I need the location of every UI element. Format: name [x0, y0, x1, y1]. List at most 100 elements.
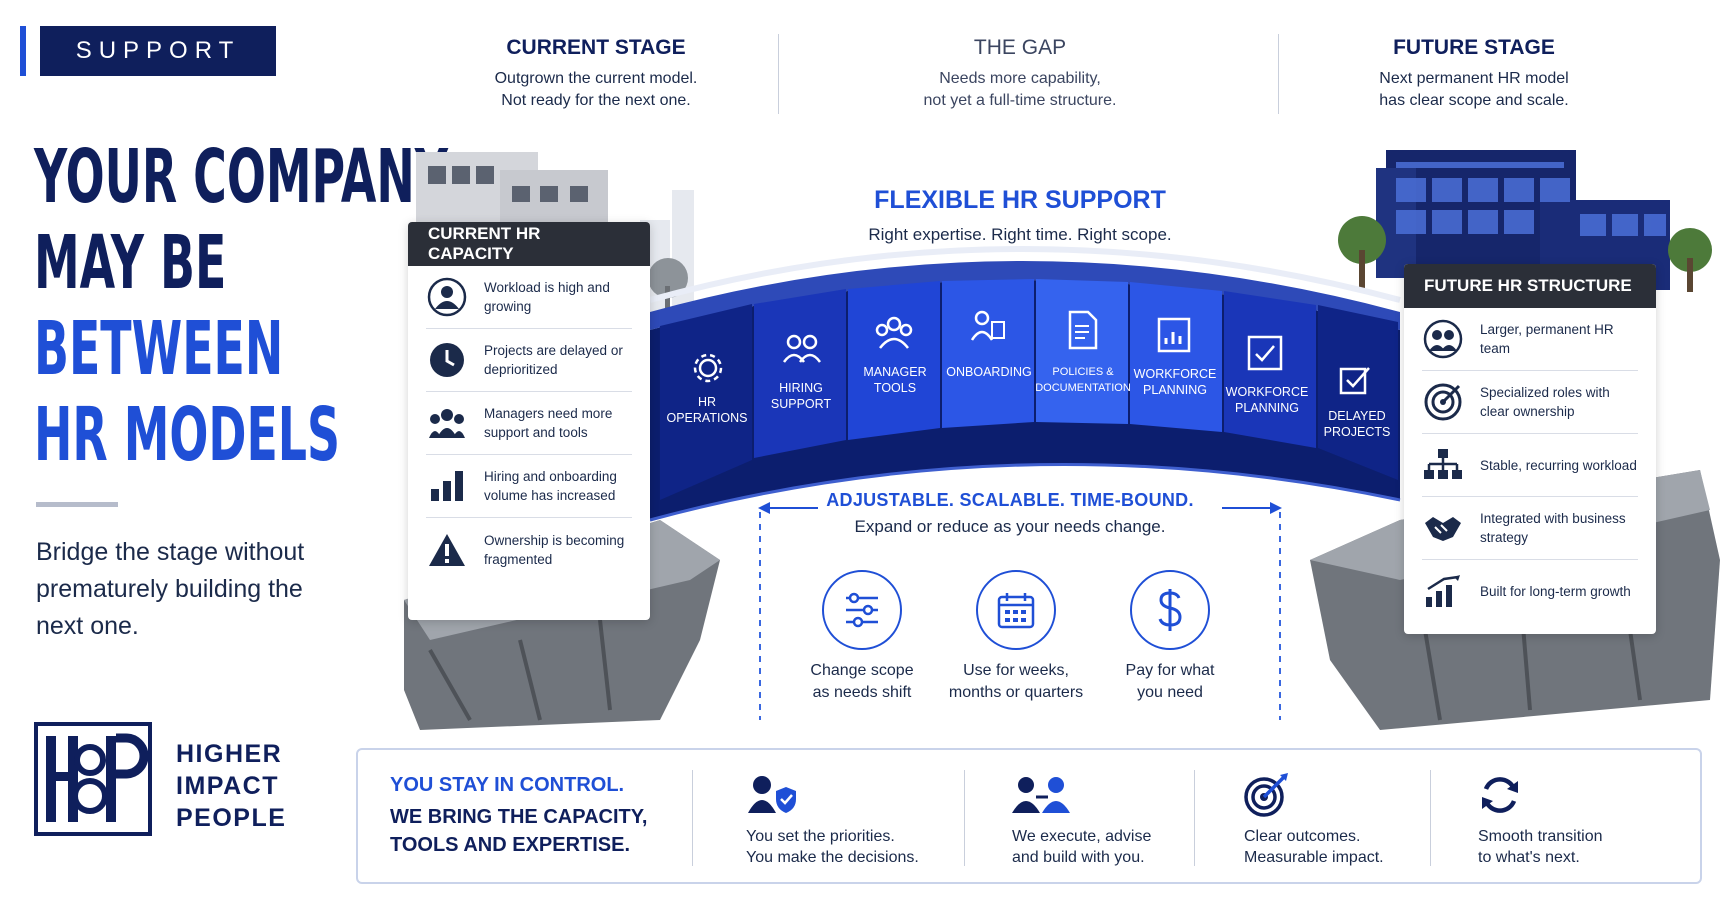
stage-gap-title: THE GAP [973, 36, 1067, 59]
segment-label: SUPPORT [770, 397, 832, 411]
feature-label: Pay for what you need [1085, 660, 1255, 704]
stage-current-line-2: Not ready for the next one. [501, 92, 691, 109]
adjustable-title: ADJUSTABLE. SCALABLE. TIME-BOUND. [826, 490, 1194, 510]
stage-divider [778, 34, 779, 114]
band-item: You set the priorities. You make the dec… [746, 772, 946, 868]
dollar-icon [1130, 570, 1210, 650]
current-hr-capacity-card: CURRENT HR CAPACITY Workload is high and… [408, 222, 650, 620]
segment-label: TOOLS [873, 381, 917, 395]
segment-delayed-projects: DELAYED PROJECTS [1312, 408, 1402, 440]
logo-line-2: IMPACT [176, 772, 279, 800]
capacity-item: Hiring and onboarding volume has increas… [426, 455, 632, 518]
handshake-icon [1422, 507, 1464, 549]
adjustable-section: ADJUSTABLE. SCALABLE. TIME-BOUND. Expand… [760, 490, 1260, 537]
stage-divider [1278, 34, 1279, 114]
capacity-item-text: Ownership is becoming fragmented [484, 532, 625, 567]
support-tag: SUPPORT [40, 26, 276, 76]
user-shield-icon [746, 772, 946, 818]
bar-chart-icon [426, 465, 468, 507]
check-box-icon [1338, 364, 1372, 403]
band-item-line: We execute, advise [1012, 828, 1152, 845]
support-accent-bar [20, 26, 26, 76]
warning-icon [426, 529, 468, 571]
onboarding-icon [968, 308, 1008, 349]
segment-workforce-planning: WORKFORCE PLANNING [1128, 366, 1222, 398]
segment-label: PROJECTS [1323, 425, 1391, 439]
band-item-text: Smooth transition to what's next. [1478, 826, 1678, 868]
segment-manager-tools: MANAGER TOOLS [850, 364, 940, 396]
team-icon [1422, 318, 1464, 360]
segment-label: WORKFORCE [1133, 367, 1217, 381]
capacity-item: Projects are delayed or deprioritized [426, 329, 632, 392]
stage-future-title: FUTURE STAGE [1393, 36, 1555, 59]
flexible-title: FLEXIBLE HR SUPPORT [874, 186, 1166, 214]
capacity-item-text: Projects are delayed or deprioritized [484, 343, 623, 377]
manager-icon [874, 314, 914, 355]
segment-policies-documentation: POLICIES & DOCUMENTATION [1034, 364, 1132, 396]
adjustable-subtitle: Expand or reduce as your needs change. [854, 517, 1166, 536]
document-icon [1064, 310, 1100, 355]
stage-future-line-2: has clear scope and scale. [1379, 92, 1569, 109]
band-item-line: and build with you. [1012, 849, 1145, 866]
band-divider [692, 770, 693, 866]
feature-label-line: months or quarters [948, 684, 1084, 701]
future-item-text: Integrated with business strategy [1480, 511, 1626, 545]
future-item-text: Stable, recurring workload [1480, 457, 1637, 473]
band-item-line: Clear outcomes. [1244, 828, 1361, 845]
capacity-item-text: Hiring and onboarding volume has increas… [484, 469, 617, 503]
logo-line-1: HIGHER [176, 740, 283, 768]
logo-line-3: PEOPLE [176, 804, 287, 832]
segment-hiring-support: HIRING SUPPORT [756, 380, 846, 412]
band-item-text: Clear outcomes. Measurable impact. [1244, 826, 1444, 868]
future-item-text: Larger, permanent HR team [1480, 322, 1614, 356]
calendar-icon [976, 570, 1056, 650]
future-hr-structure-card: FUTURE HR STRUCTURE Larger, permanent HR… [1404, 264, 1656, 634]
subline: Bridge the stage without prematurely bui… [36, 538, 305, 640]
company-logo [34, 722, 152, 836]
capacity-item: Managers need more support and tools [426, 392, 632, 455]
control-lead-2: WE BRING THE CAPACITY, TOOLS AND EXPERTI… [390, 806, 648, 856]
capacity-item-text: Managers need more support and tools [484, 406, 613, 440]
band-divider [964, 770, 965, 866]
segment-onboarding: ONBOARDING [942, 364, 1036, 380]
segment-label: ONBOARDING [946, 365, 1032, 379]
feature-label-line: Change scope [810, 662, 914, 679]
planning-chart-icon [1156, 316, 1192, 359]
gear-icon [690, 350, 726, 391]
future-hr-structure-title: FUTURE HR STRUCTURE [1404, 264, 1656, 308]
segment-label: HIRING [779, 381, 823, 395]
clock-icon [426, 339, 468, 381]
capacity-item-text: Workload is high and growing [484, 280, 610, 314]
band-divider [1430, 770, 1431, 866]
band-item-line: to what's next. [1478, 849, 1580, 866]
feature-label-line: as needs shift [812, 684, 912, 701]
future-item: Built for long-term growth [1422, 560, 1638, 623]
band-item-line: You make the decisions. [746, 849, 919, 866]
group-icon [426, 402, 468, 444]
collaborate-icon [1012, 772, 1212, 818]
band-item-text: You set the priorities. You make the dec… [746, 826, 946, 868]
target-icon [1244, 772, 1444, 818]
feature-label: Use for weeks, months or quarters [931, 660, 1101, 704]
segment-workforce-planning-2: WORKFORCE PLANNING [1220, 384, 1314, 416]
band-item-line: Measurable impact. [1244, 849, 1384, 866]
band-item: Clear outcomes. Measurable impact. [1244, 772, 1444, 868]
control-band [356, 748, 1702, 884]
stage-gap-line-2: not yet a full-time structure. [923, 92, 1117, 109]
current-building [416, 152, 608, 232]
checklist-icon [1246, 334, 1284, 377]
stage-current-title: CURRENT STAGE [506, 36, 686, 59]
stage-current-line-1: Outgrown the current model. [494, 70, 698, 87]
future-item: Stable, recurring workload [1422, 434, 1638, 497]
band-item-line: Smooth transition [1478, 828, 1603, 845]
refresh-icon [1478, 772, 1678, 818]
org-chart-icon [1422, 444, 1464, 486]
headline-divider [36, 502, 118, 507]
band-item: We execute, advise and build with you. [1012, 772, 1212, 868]
stage-gap-line-1: Needs more capability, [939, 70, 1101, 87]
people-icon [782, 330, 822, 371]
stage-future: FUTURE STAGE Next permanent HR model has… [1294, 36, 1654, 112]
feature-label-line: Use for weeks, [963, 662, 1069, 679]
future-item: Larger, permanent HR team [1422, 308, 1638, 371]
feature-label: Change scope as needs shift [777, 660, 947, 704]
